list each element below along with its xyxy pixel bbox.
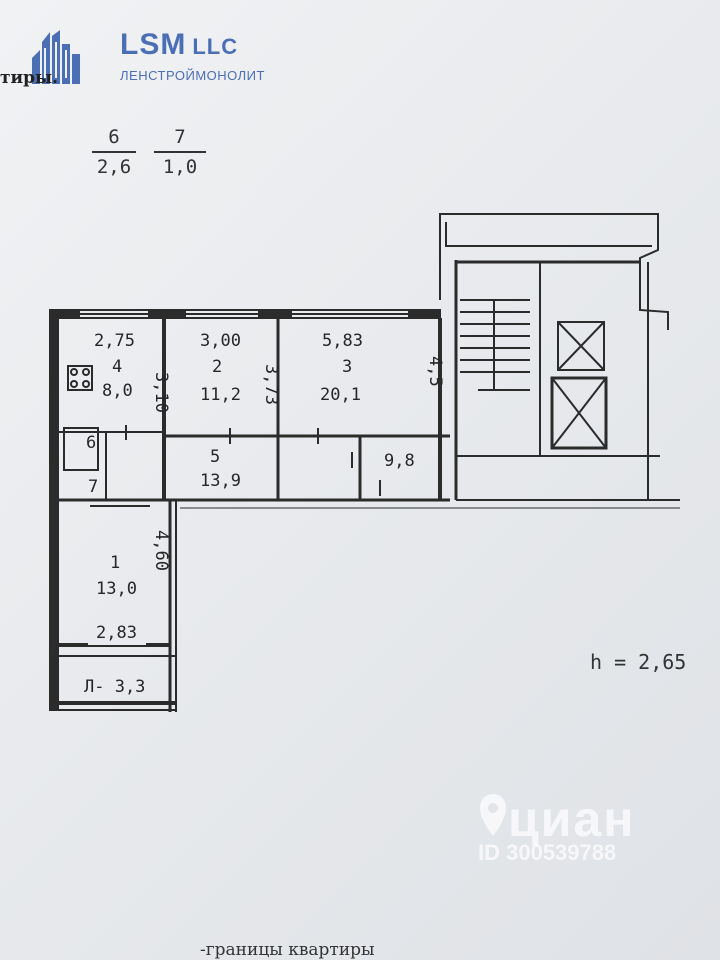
stove-burner (82, 380, 90, 388)
dim-depth-room4: 3,10 (151, 372, 171, 413)
dim-depth-room3: 4,5 (425, 356, 445, 387)
ceiling-height: h = 2,65 (590, 650, 687, 674)
dim-depth-room1: 4,60 (151, 530, 171, 571)
stove-icon (67, 365, 93, 391)
elevator-cross (551, 377, 607, 449)
watermark-title: циан (508, 791, 636, 847)
room3-number: 3 (342, 357, 352, 377)
stove-burner (82, 368, 90, 376)
elevator-cross (557, 321, 605, 371)
logo-suffix: LLC (192, 34, 239, 59)
building-logo-icon (32, 30, 80, 84)
watermark: циан ID 300539788 (478, 790, 688, 880)
bath-fixture (63, 427, 99, 471)
dim-width-room2: 3,00 (200, 331, 241, 351)
room2-area: 11,2 (200, 385, 241, 405)
room3-area: 20,1 (320, 385, 361, 405)
legend-item-6: 6 2,6 (92, 126, 136, 178)
stairs (460, 299, 530, 391)
room6-number: 6 (86, 433, 96, 453)
dim-width-room1: 2,83 (96, 623, 137, 643)
dim-depth-room2: 3,73 (261, 364, 281, 405)
balcony-label: Л- 3,3 (84, 677, 145, 697)
fraction-bar (92, 151, 136, 153)
room1-number: 1 (110, 553, 120, 573)
legend-item-7: 7 1,0 (154, 126, 206, 178)
elevator-shaft-large (550, 376, 608, 450)
fraction-bar (154, 151, 206, 153)
room1-area: 13,0 (96, 579, 137, 599)
left-wall (49, 309, 59, 711)
legend-number: 7 (174, 126, 186, 148)
dim-width-room4: 2,75 (94, 331, 135, 351)
balcony-outline (55, 655, 177, 711)
stove-burner (70, 380, 78, 388)
logo-name: LSM (120, 28, 187, 61)
room4-area: 8,0 (102, 381, 133, 401)
stove-burner (70, 368, 78, 376)
room5-number: 5 (210, 447, 220, 467)
room2-number: 2 (212, 357, 222, 377)
elevator-shaft-small (557, 321, 605, 371)
pin-icon (480, 794, 506, 836)
room4-number: 4 (112, 357, 122, 377)
room5-area: 13,9 (200, 471, 241, 491)
stair-block-outline (439, 213, 669, 330)
dim-width-room3: 5,83 (322, 331, 363, 351)
legend-value: 2,6 (96, 156, 132, 178)
stair-block-inner (445, 222, 652, 247)
watermark-id: ID 300539788 (478, 840, 617, 865)
storage-area: 9,8 (384, 451, 415, 471)
logo-subtitle: ЛЕНСТРОЙМОНОЛИТ (120, 68, 265, 83)
room7-number: 7 (88, 477, 98, 497)
legend-value: 1,0 (162, 156, 198, 178)
legend-number: 6 (108, 126, 120, 148)
footer-fragment: -границы квартиры (200, 940, 375, 960)
header-fragment: тиры. (0, 68, 58, 88)
